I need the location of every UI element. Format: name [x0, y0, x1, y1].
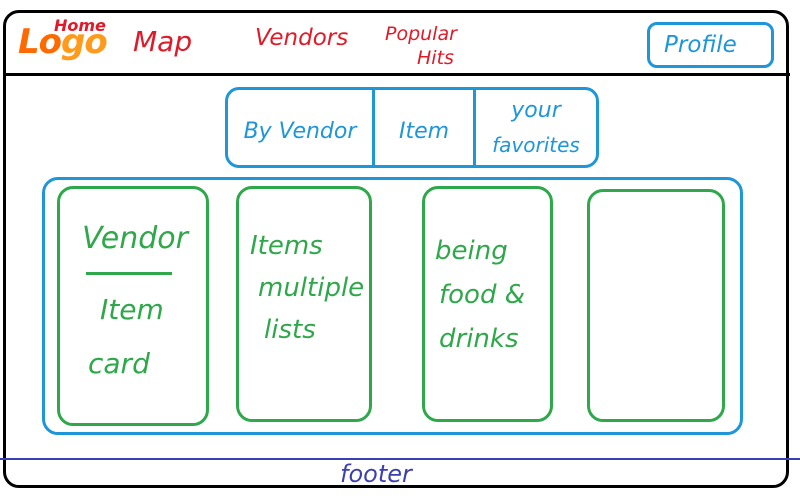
- card-text: Items multiple lists: [250, 225, 364, 351]
- card-text-line2: food &: [439, 280, 526, 310]
- profile-button[interactable]: Profile: [647, 22, 774, 68]
- tab-item[interactable]: Item: [375, 90, 476, 165]
- nav-popular-hits-label-line1: Popular: [385, 23, 457, 45]
- card-heading-underline: [86, 272, 172, 275]
- nav-map-link[interactable]: Map: [133, 25, 193, 58]
- header-divider: [4, 73, 790, 76]
- nav-vendors-link[interactable]: Vendors: [255, 25, 349, 51]
- logo-text-part1: Lo: [18, 22, 62, 62]
- footer-divider: [0, 458, 800, 460]
- vendor-item-card[interactable]: Vendor Item card: [57, 186, 209, 426]
- card-body-line1: Item: [100, 293, 164, 326]
- items-lists-card[interactable]: Items multiple lists: [236, 186, 372, 422]
- card-body-line2: card: [88, 347, 150, 380]
- nav-popular-hits-label-line2: Hits: [417, 47, 454, 69]
- tab-by-vendor[interactable]: By Vendor: [228, 90, 375, 165]
- card-text-line1: being: [435, 236, 508, 266]
- card-text: being food & drinks: [435, 229, 525, 361]
- tab-your-favorites[interactable]: your favorites: [476, 90, 596, 165]
- app-window-frame: [3, 10, 789, 488]
- card-text-line3: drinks: [439, 324, 519, 354]
- logo[interactable]: Logo: [18, 22, 108, 62]
- logo-text-part2: go: [61, 22, 108, 62]
- view-tabs: By Vendor Item your favorites: [225, 87, 599, 168]
- nav-popular-hits-link[interactable]: Popular Hits: [385, 22, 477, 70]
- card-text-line3: lists: [264, 315, 316, 345]
- card-body: Item card: [88, 283, 164, 391]
- food-drinks-card[interactable]: being food & drinks: [422, 186, 553, 422]
- tab-your-favorites-label-line1: your: [511, 97, 561, 123]
- empty-card[interactable]: [587, 189, 725, 422]
- footer-label: footer: [340, 460, 412, 488]
- card-text-line1: Items: [250, 231, 323, 261]
- nav-home-link[interactable]: Home: [54, 16, 106, 35]
- card-heading: Vendor: [82, 221, 188, 256]
- tab-your-favorites-label-line2: favorites: [492, 132, 580, 157]
- card-text-line2: multiple: [258, 273, 365, 303]
- content-panel: [42, 177, 743, 435]
